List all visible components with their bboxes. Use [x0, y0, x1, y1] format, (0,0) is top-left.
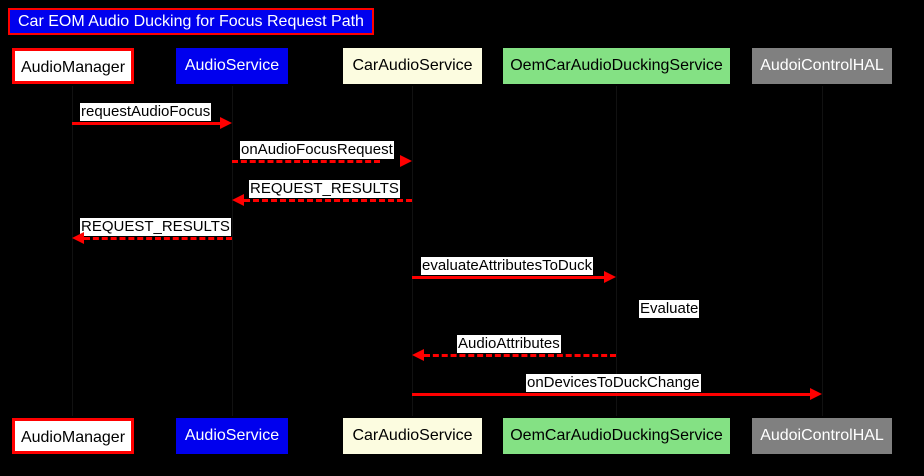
lifeline-caraudioservice: [412, 86, 413, 416]
message-label-on-devices-to-duck-change: onDevicesToDuckChange: [526, 374, 701, 392]
note-evaluate: Evaluate: [639, 300, 700, 318]
message-label-evaluate-attributes-to-duck: evaluateAttributesToDuck: [421, 257, 594, 275]
message-label-request-results-1: REQUEST_RESULTS: [249, 180, 400, 198]
lifeline-oemcarduck: [616, 86, 617, 416]
lifeline-audiocontrolhal: [822, 86, 823, 416]
message-arrowhead-request-audio-focus: [220, 117, 232, 129]
message-label-on-audio-focus-request: onAudioFocusRequest: [240, 141, 394, 159]
message-line-on-devices-to-duck-change: [412, 393, 810, 396]
participant-oemcarduckingservice-top[interactable]: OemCarAudioDuckingService: [503, 48, 730, 84]
message-arrowhead-evaluate-attributes-to-duck: [604, 271, 616, 283]
message-arrowhead-on-devices-to-duck-change: [810, 388, 822, 400]
lifeline-audioservice: [232, 86, 233, 416]
participant-caraudioservice-top[interactable]: CarAudioService: [343, 48, 482, 84]
message-arrowhead-request-results-1: [232, 194, 244, 206]
message-label-request-results-2: REQUEST_RESULTS: [80, 218, 231, 236]
participant-audioservice-top[interactable]: AudioService: [176, 48, 288, 84]
participant-audioservice-bottom[interactable]: AudioService: [176, 418, 288, 454]
message-label-audio-attributes: AudioAttributes: [457, 335, 561, 353]
participant-audoicontrolhal-bottom[interactable]: AudoiControlHAL: [752, 418, 892, 454]
message-arrowhead-audio-attributes: [412, 349, 424, 361]
participant-caraudioservice-bottom[interactable]: CarAudioService: [343, 418, 482, 454]
message-line-request-audio-focus: [72, 122, 220, 125]
participant-audiomanager-top[interactable]: AudioManager: [12, 48, 134, 84]
participant-oemcarduckingservice-bottom[interactable]: OemCarAudioDuckingService: [503, 418, 730, 454]
lifeline-audiomanager: [72, 86, 73, 416]
message-label-request-audio-focus: requestAudioFocus: [80, 103, 212, 121]
message-line-request-results-2: [84, 237, 232, 240]
message-line-evaluate-attributes-to-duck: [412, 276, 604, 279]
message-line-audio-attributes: [424, 354, 616, 357]
message-arrowhead-on-audio-focus-request: [400, 155, 412, 167]
participant-audiomanager-bottom[interactable]: AudioManager: [12, 418, 134, 454]
participant-audoicontrolhal-top[interactable]: AudoiControlHAL: [752, 48, 892, 84]
diagram-title: Car EOM Audio Ducking for Focus Request …: [8, 8, 374, 35]
message-line-on-audio-focus-request: [232, 160, 380, 163]
message-arrowhead-request-results-2: [72, 232, 84, 244]
message-line-request-results-1: [244, 199, 412, 202]
